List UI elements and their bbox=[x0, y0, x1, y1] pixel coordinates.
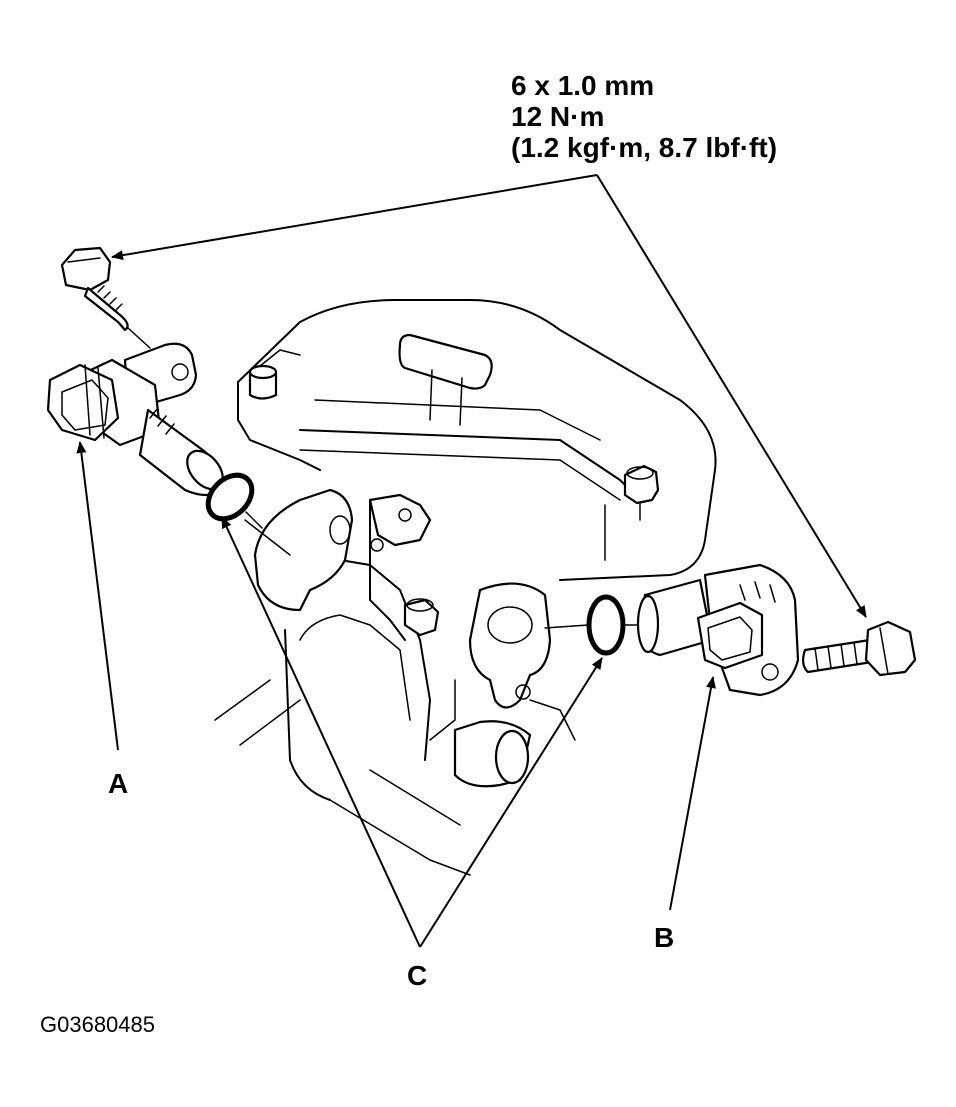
bolt-size-text: 6 x 1.0 mm bbox=[511, 70, 655, 101]
sensor-b bbox=[636, 563, 800, 697]
callout-label-c: C bbox=[407, 960, 428, 991]
figure-code: G03680485 bbox=[40, 1012, 155, 1037]
callout-label-b: B bbox=[654, 922, 675, 953]
sensor-a bbox=[46, 342, 224, 497]
torque-alt-units-text: (1.2 kgf·m, 8.7 lbf·ft) bbox=[511, 132, 778, 163]
o-ring-right bbox=[544, 594, 641, 656]
torque-spec: 6 x 1.0 mm 12 N·m (1.2 kgf·m, 8.7 lbf·ft… bbox=[511, 70, 777, 163]
engine-housing bbox=[214, 299, 717, 876]
callout-label-a: A bbox=[108, 768, 129, 799]
bolt-top-left bbox=[60, 246, 151, 349]
spec-leaders bbox=[111, 174, 867, 618]
o-ring-left bbox=[205, 472, 263, 529]
bolt-right bbox=[801, 620, 917, 677]
callout-leaders bbox=[76, 441, 716, 948]
torque-nm-text: 12 N·m bbox=[511, 101, 605, 132]
